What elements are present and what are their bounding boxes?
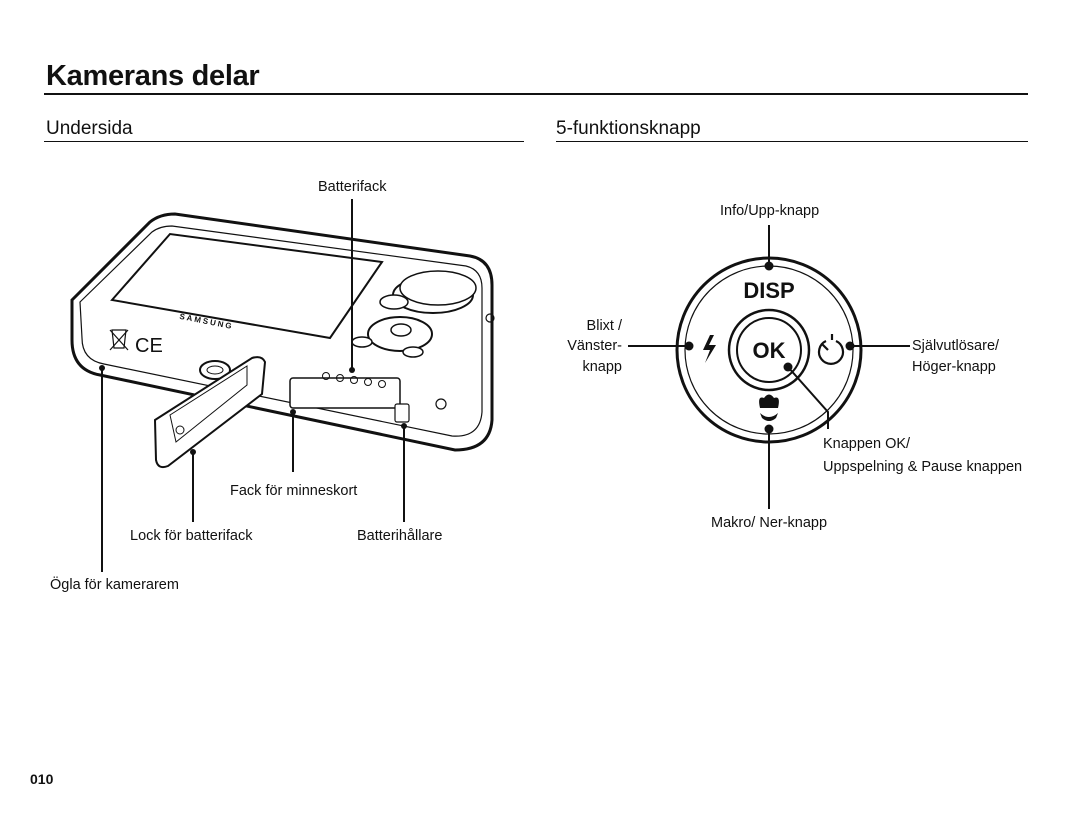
svg-text:CE: CE [135,335,163,357]
label-info-up: Info/Upp-knapp [720,203,820,219]
macro-icon [759,394,779,421]
section-rule-left [44,141,524,142]
label-ok-2: Uppspelning & Pause knappen [823,459,1023,475]
label-flash-left-1: Blixt / [586,318,622,334]
label-battery-lock: Lock för batterifack [130,528,253,544]
label-flash-left-3: knapp [582,359,622,375]
disp-mark: DISP [743,278,794,303]
label-timer-right-2: Höger-knapp [912,359,996,375]
label-ok-1: Knappen OK/ [823,436,911,452]
label-memory-card-slot: Fack för minneskort [230,483,358,499]
page-title: Kamerans delar [46,60,260,92]
label-flash-left-2: Vänster- [567,338,622,354]
five-function-button-illustration: DISP OK [628,225,910,509]
page-number: 010 [30,771,54,787]
camera-underside-illustration: CE [70,199,495,572]
self-timer-icon [817,334,845,365]
label-strap-eyelet: Ögla för kamerarem [50,577,179,593]
flash-icon [703,335,716,363]
title-rule [44,93,1028,95]
label-battery-compartment: Batterifack [318,179,387,195]
label-timer-right-1: Självutlösare/ [912,338,1000,354]
label-macro-down: Makro/ Ner-knapp [711,515,828,531]
label-battery-holder: Batterihållare [357,528,443,544]
ok-mark: OK [753,338,786,363]
section-title-five-function: 5-funktionsknapp [556,118,701,139]
section-rule-right [556,141,1028,142]
section-title-underside: Undersida [46,118,133,139]
